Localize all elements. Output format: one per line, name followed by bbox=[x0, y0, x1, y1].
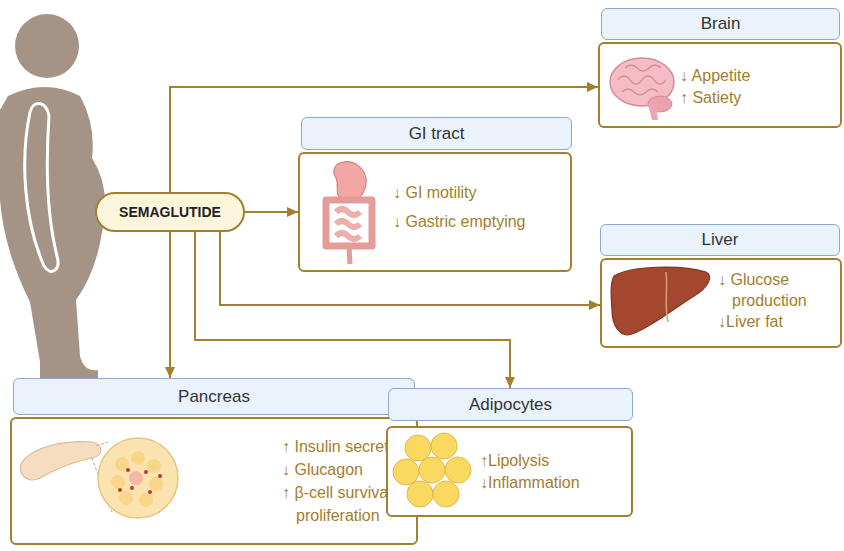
organ-heading: Pancreas bbox=[13, 378, 415, 415]
drug-pill: SEMAGLUTIDE bbox=[95, 192, 245, 232]
human-silhouette-part bbox=[25, 103, 58, 271]
organ-box: GI tract↓ GI motility↓ Gastric emptying bbox=[298, 117, 572, 272]
effect-text: ↑Lipolysis bbox=[480, 449, 634, 472]
organ-effect-box bbox=[10, 417, 418, 545]
human-silhouette-part bbox=[15, 14, 79, 78]
effect-arrow bbox=[169, 232, 171, 378]
organ-box: Pancreas↑ Insulin secretion↓ Glucagon↑ β… bbox=[10, 378, 418, 545]
organ-effect-box bbox=[598, 42, 842, 128]
organ-effect-box bbox=[386, 426, 633, 517]
drug-name: SEMAGLUTIDE bbox=[119, 204, 221, 220]
organ-box: Adipocytes ↑Lipolysis↓Inflammation bbox=[386, 388, 633, 517]
human-silhouette bbox=[0, 14, 105, 380]
organ-box: Brain ↓ Appetite↑ Satiety bbox=[598, 8, 842, 128]
effect-text: ↓ GI motility bbox=[393, 181, 577, 204]
organ-heading: Brain bbox=[601, 8, 840, 40]
effect-text: ↓Inflammation bbox=[480, 471, 634, 494]
organ-heading: Adipocytes bbox=[388, 388, 633, 421]
effect-text: ↑ Satiety bbox=[680, 86, 844, 109]
effect-text: ↓ Appetite bbox=[680, 64, 844, 87]
effect-text: ↓Liver fat bbox=[718, 311, 844, 332]
human-silhouette-part bbox=[0, 87, 105, 380]
organ-box: Liver ↓ Glucose production↓Liver fat bbox=[600, 224, 842, 348]
effect-text: ↓ Glucose production bbox=[718, 269, 832, 311]
organ-effect-box bbox=[298, 152, 572, 272]
organ-heading: Liver bbox=[600, 224, 840, 256]
effect-arrow bbox=[245, 211, 298, 213]
effect-text: ↓ Gastric emptying bbox=[393, 210, 577, 233]
organ-heading: GI tract bbox=[301, 117, 572, 150]
